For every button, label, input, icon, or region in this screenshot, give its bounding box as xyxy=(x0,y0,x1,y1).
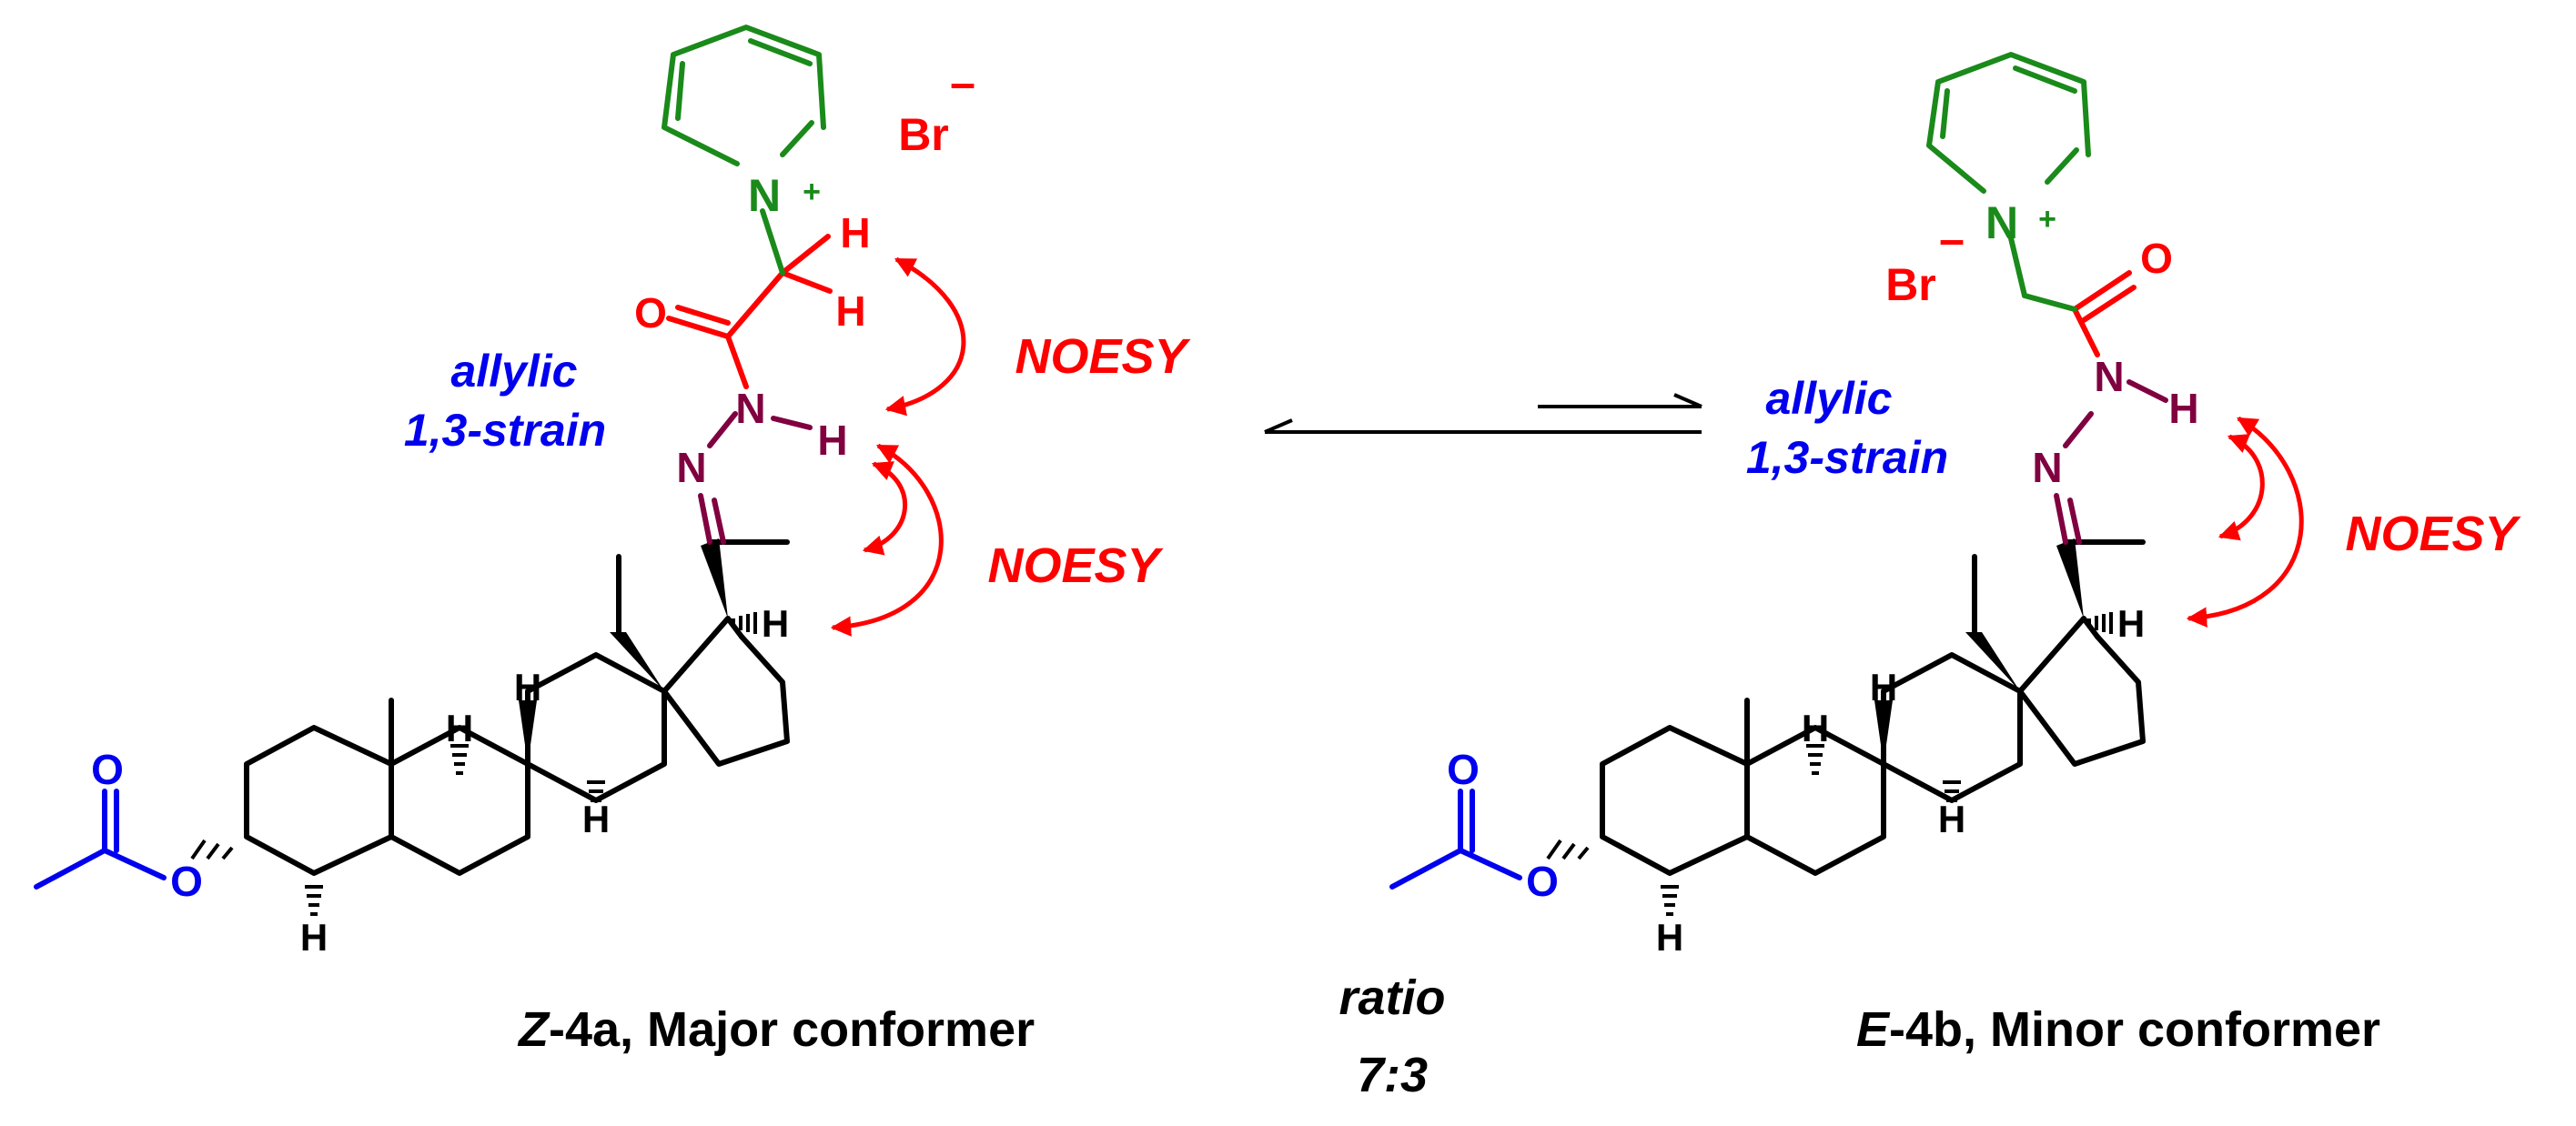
steroid-skeleton xyxy=(190,538,790,916)
hashed-bond xyxy=(450,744,469,775)
h-atom-c8: H xyxy=(514,666,541,709)
strain-label-line1: allylic xyxy=(451,346,578,397)
noesy-arrow-short xyxy=(862,461,907,556)
bromide-right: Br xyxy=(1885,259,1936,310)
ratio-value: 7:3 xyxy=(1357,1048,1428,1102)
ch2-h-upper: H xyxy=(840,209,870,256)
bromide: Br xyxy=(898,109,949,160)
noesy-arrow-short-right xyxy=(2217,434,2265,541)
noesy-arrow-long xyxy=(830,443,944,637)
noesy-upper-label: NOESY xyxy=(1015,329,1191,384)
acetate-ester-o-right: O xyxy=(1526,858,1559,905)
acetate-ester-o: O xyxy=(170,858,203,905)
plus-charge: + xyxy=(803,175,821,209)
caption-left: Z-4a, Major conformer xyxy=(517,1002,1035,1057)
hashed-bond xyxy=(305,885,323,916)
noesy-arrow-long-right xyxy=(2186,416,2304,628)
ratio-label: ratio xyxy=(1339,970,1445,1025)
pyridinium-ring xyxy=(662,25,826,166)
amide-h: H xyxy=(817,417,847,464)
amide-n-right: N xyxy=(2094,353,2124,400)
hashed-bond xyxy=(587,780,605,802)
c-n-double-bond xyxy=(698,493,712,545)
n-n-bond xyxy=(707,411,738,448)
h-atom-c5: H xyxy=(300,916,328,959)
z-4a-structure: H H H H H O O N N H O H H xyxy=(34,25,1192,1057)
carbonyl-o-right: O xyxy=(2140,235,2173,282)
strain-label-line2: 1,3-strain xyxy=(404,405,606,456)
ch2-h-bond xyxy=(780,270,833,294)
h-atom-c17-right: H xyxy=(2117,602,2145,645)
amide-n: N xyxy=(735,385,765,432)
h-atom-c5-right: H xyxy=(1656,916,1683,959)
ch2-h-lower: H xyxy=(835,287,865,335)
h-atom-c17: H xyxy=(762,602,789,645)
acetate-carbonyl-o-right: O xyxy=(1447,746,1480,793)
h-atom-c14: H xyxy=(582,798,610,840)
plus-charge-right: + xyxy=(2038,202,2056,236)
noesy-label-right: NOESY xyxy=(2345,507,2521,561)
n-ch2-bond xyxy=(760,208,785,276)
carbonyl-bond xyxy=(666,316,731,339)
steroid-skeleton-right xyxy=(1389,52,2168,916)
acetate-carbonyl-o: O xyxy=(91,746,124,793)
minus-charge: – xyxy=(950,57,975,108)
minus-charge-right: – xyxy=(1939,214,1965,265)
noesy-arrow-upper xyxy=(884,256,966,417)
h-atom-c8-right: H xyxy=(1870,666,1897,709)
imine-n-right: N xyxy=(2032,444,2062,491)
noesy-lower-label: NOESY xyxy=(987,538,1164,593)
acetate-group xyxy=(34,789,167,890)
imine-n: N xyxy=(676,444,706,491)
caption-right: E-4b, Minor conformer xyxy=(1856,1002,2380,1057)
strain-label-line2-right: 1,3-strain xyxy=(1746,432,1948,483)
hashed-bond xyxy=(732,612,757,634)
ch2-bond xyxy=(725,270,785,339)
amide-h-right: H xyxy=(2168,385,2198,432)
c-n-double-bond xyxy=(712,498,726,545)
n-h-bond xyxy=(771,416,813,430)
carbonyl-o: O xyxy=(634,289,667,337)
hashed-bond xyxy=(190,839,234,860)
amide-c-n-bond xyxy=(725,334,749,389)
strain-label-line1-right: allylic xyxy=(1766,373,1893,424)
e-4b-structure: H H H H H O O N N H O N + Br – allylic 1… xyxy=(1389,52,2522,1057)
h-atom-c9: H xyxy=(446,707,473,749)
equilibrium-arrows xyxy=(1264,393,1702,434)
pyridinium-n-right: N xyxy=(1985,197,2018,248)
h-atom-c9-right: H xyxy=(1802,707,1829,749)
pyridinium-n: N xyxy=(748,170,781,221)
carbonyl-bond xyxy=(675,305,731,326)
h-atom-c14-right: H xyxy=(1938,798,1965,840)
ch2-h-bond xyxy=(780,234,831,276)
